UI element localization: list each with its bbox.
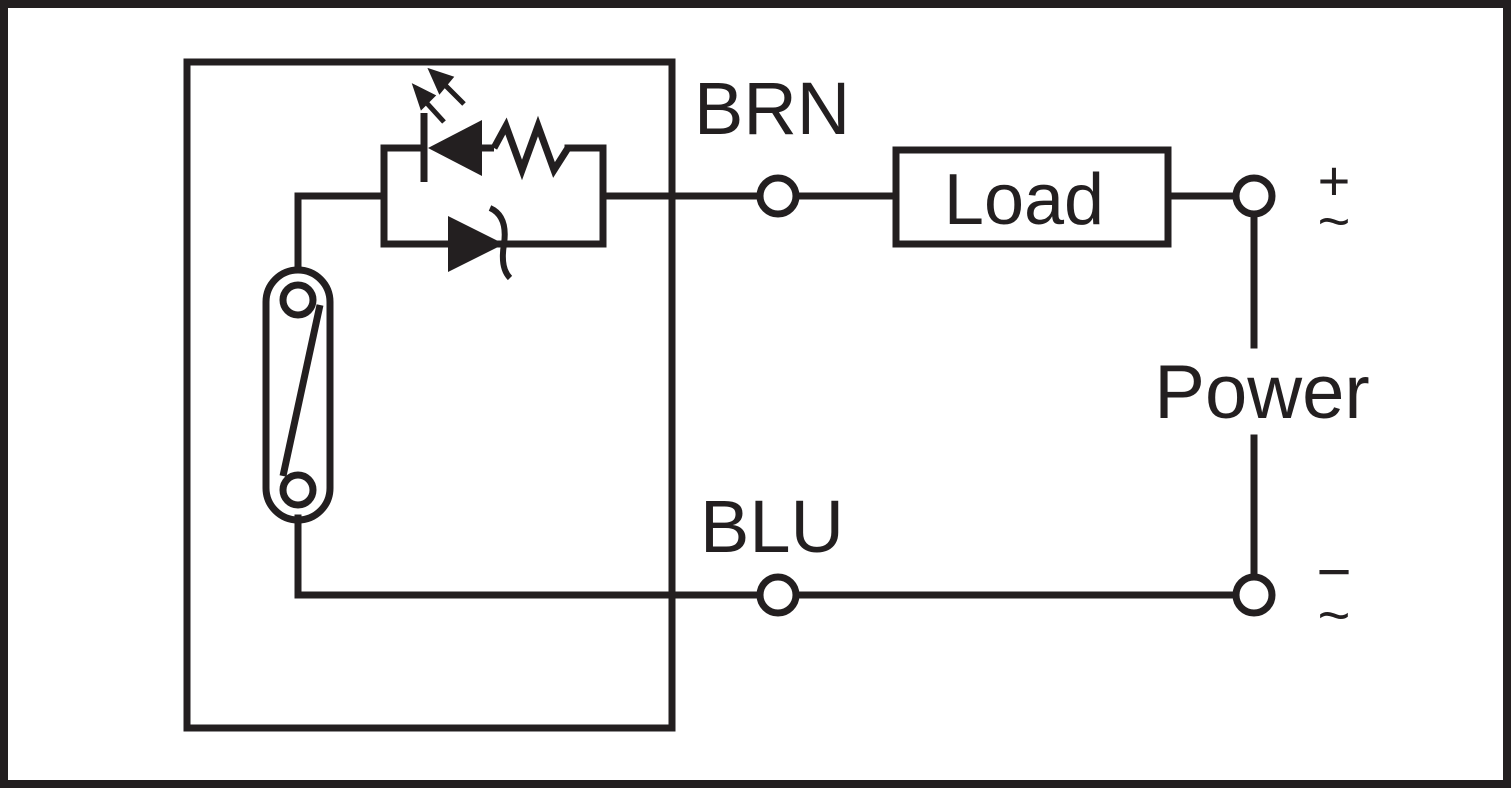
- power-label: Power: [1154, 350, 1369, 435]
- indicator-led: [411, 67, 494, 182]
- ac-symbol-bottom: ~: [1318, 583, 1351, 646]
- resistor: [490, 115, 571, 181]
- load-box: [892, 146, 1172, 248]
- reed-blade: [279, 304, 324, 477]
- brn-label: BRN: [694, 67, 850, 150]
- blu-label: BLU: [700, 485, 844, 568]
- led-light-arrows: [411, 67, 466, 124]
- parallel-network-frame: [380, 144, 607, 248]
- load-label: Load: [944, 160, 1104, 240]
- reed-switch: [262, 266, 334, 524]
- zener-triangle: [448, 216, 504, 272]
- led-triangle: [428, 120, 482, 176]
- negative-symbol: −: [1316, 538, 1351, 605]
- circuit-wires: [294, 144, 1258, 599]
- zener-bar: [488, 205, 513, 281]
- zener-diode: [448, 205, 513, 281]
- positive-symbol: +: [1318, 149, 1351, 212]
- ac-symbol-top: ~: [1318, 189, 1351, 252]
- reed-bottom-wire: [294, 514, 764, 599]
- reed-top-contact: [279, 281, 317, 319]
- blu-terminal: [756, 573, 800, 617]
- terminals: [756, 174, 1276, 617]
- power-positive-terminal: [1232, 174, 1276, 218]
- power-negative-terminal: [1232, 573, 1276, 617]
- reed-top-wire: [294, 192, 388, 274]
- brn-terminal: [756, 174, 800, 218]
- reed-bottom-contact: [279, 471, 317, 509]
- sensor-housing: [183, 58, 676, 732]
- reed-glass-envelope: [262, 266, 334, 524]
